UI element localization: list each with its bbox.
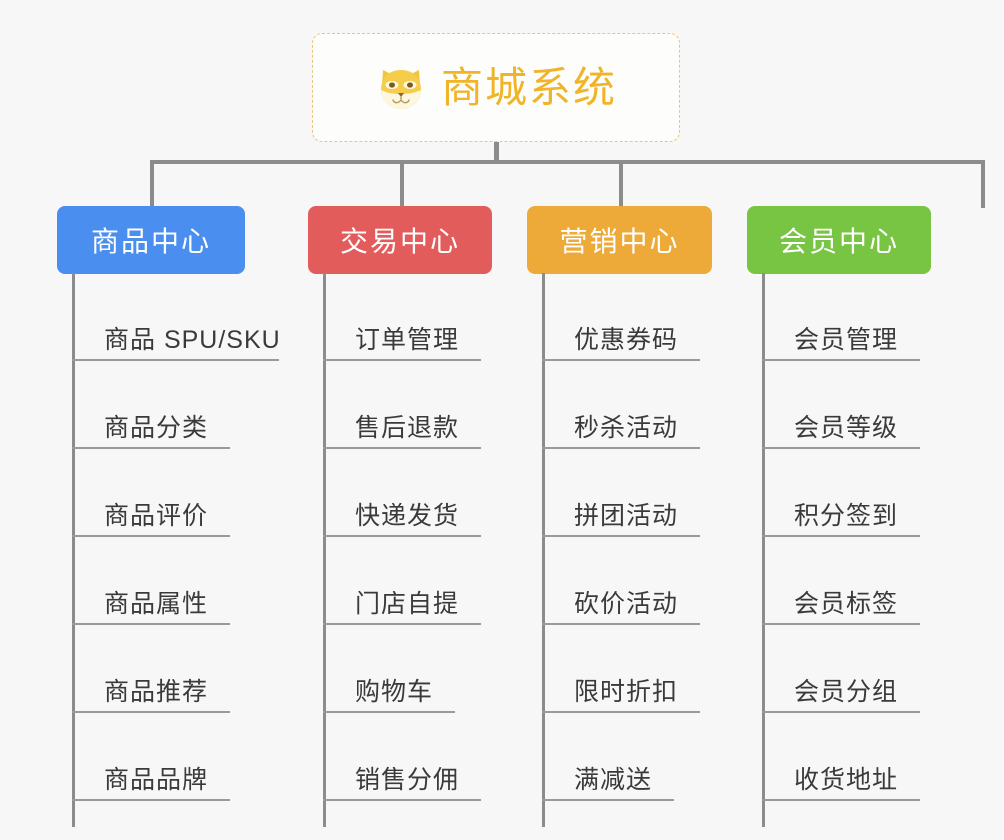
leaf-item[interactable]: 商品 SPU/SKU bbox=[72, 273, 281, 361]
leaf-rule bbox=[323, 799, 481, 801]
shiba-dog-face-icon bbox=[375, 62, 427, 114]
category-label: 营销中心 bbox=[559, 226, 680, 257]
leaf-label: 会员管理 bbox=[794, 325, 899, 354]
leaf-label: 商品品牌 bbox=[104, 765, 209, 794]
leaf-item[interactable]: 会员标签 bbox=[762, 537, 920, 625]
leaf-rule bbox=[542, 359, 700, 361]
leaf-label: 商品属性 bbox=[104, 589, 209, 618]
root-title: 商城系统 bbox=[440, 63, 617, 111]
category-header-marketing-center[interactable]: 营销中心 bbox=[527, 206, 712, 274]
leaf-item[interactable]: 拼团活动 bbox=[542, 449, 700, 537]
leaf-item[interactable]: 会员分组 bbox=[762, 625, 920, 713]
leaf-rule bbox=[762, 535, 920, 537]
leaf-rule bbox=[72, 359, 279, 361]
leaf-item[interactable]: 商品分类 bbox=[72, 361, 230, 449]
leaf-label: 优惠券码 bbox=[574, 325, 679, 354]
connector-to-marketing-center bbox=[619, 160, 623, 208]
leaf-label: 门店自提 bbox=[355, 589, 460, 618]
leaf-rule bbox=[323, 535, 481, 537]
leaf-item[interactable]: 商品推荐 bbox=[72, 625, 230, 713]
leaf-rule bbox=[72, 535, 230, 537]
leaf-item[interactable]: 积分签到 bbox=[762, 449, 920, 537]
leaf-label: 订单管理 bbox=[355, 325, 460, 354]
connector-to-member-center bbox=[981, 160, 985, 208]
leaf-label: 售后退款 bbox=[355, 413, 460, 442]
leaf-item[interactable]: 快递发货 bbox=[323, 449, 481, 537]
category-header-member-center[interactable]: 会员中心 bbox=[747, 206, 931, 274]
leaf-label: 购物车 bbox=[355, 677, 434, 706]
leaf-item[interactable]: 砍价活动 bbox=[542, 537, 700, 625]
leaf-rule bbox=[323, 447, 481, 449]
branch-trunk bbox=[542, 273, 545, 827]
leaf-label: 满减送 bbox=[574, 765, 653, 794]
leaf-item[interactable]: 销售分佣 bbox=[323, 713, 481, 801]
leaf-item[interactable]: 会员等级 bbox=[762, 361, 920, 449]
leaf-item[interactable]: 商品品牌 bbox=[72, 713, 230, 801]
leaf-rule bbox=[542, 535, 700, 537]
leaf-label: 砍价活动 bbox=[574, 589, 679, 618]
category-header-trade-center[interactable]: 交易中心 bbox=[308, 206, 492, 274]
leaf-label: 商品评价 bbox=[104, 501, 209, 530]
leaf-item[interactable]: 秒杀活动 bbox=[542, 361, 700, 449]
leaf-item[interactable]: 优惠券码 bbox=[542, 273, 700, 361]
leaf-rule bbox=[762, 711, 920, 713]
leaf-item[interactable]: 购物车 bbox=[323, 625, 455, 713]
leaf-item[interactable]: 售后退款 bbox=[323, 361, 481, 449]
leaf-label: 销售分佣 bbox=[355, 765, 460, 794]
leaf-label: 收货地址 bbox=[794, 765, 899, 794]
leaf-rule bbox=[72, 799, 230, 801]
leaf-label: 秒杀活动 bbox=[574, 413, 679, 442]
leaf-rule bbox=[762, 623, 920, 625]
connector-to-product-center bbox=[150, 160, 154, 208]
category-label: 交易中心 bbox=[339, 226, 460, 257]
leaf-rule bbox=[762, 447, 920, 449]
leaf-item[interactable]: 商品评价 bbox=[72, 449, 230, 537]
leaf-rule bbox=[72, 623, 230, 625]
leaf-rule bbox=[323, 359, 481, 361]
branch-trunk bbox=[72, 273, 75, 827]
leaf-item[interactable]: 收货地址 bbox=[762, 713, 920, 801]
leaf-rule bbox=[542, 799, 674, 801]
leaf-item[interactable]: 限时折扣 bbox=[542, 625, 700, 713]
category-label: 会员中心 bbox=[778, 226, 899, 257]
leaf-label: 商品分类 bbox=[104, 413, 209, 442]
leaf-label: 积分签到 bbox=[794, 501, 899, 530]
category-header-product-center[interactable]: 商品中心 bbox=[57, 206, 245, 274]
root-node[interactable]: 商城系统 bbox=[312, 33, 680, 142]
leaf-label: 会员等级 bbox=[794, 413, 899, 442]
category-label: 商品中心 bbox=[90, 226, 211, 257]
leaf-item[interactable]: 门店自提 bbox=[323, 537, 481, 625]
connector-to-trade-center bbox=[400, 160, 404, 208]
leaf-rule bbox=[542, 623, 700, 625]
leaf-rule bbox=[72, 447, 230, 449]
leaf-label: 限时折扣 bbox=[574, 677, 679, 706]
leaf-label: 商品推荐 bbox=[104, 677, 209, 706]
leaf-rule bbox=[72, 711, 230, 713]
branch-trunk bbox=[762, 273, 765, 827]
branch-trunk bbox=[323, 273, 326, 827]
leaf-item[interactable]: 订单管理 bbox=[323, 273, 481, 361]
leaf-rule bbox=[762, 799, 920, 801]
leaf-label: 快递发货 bbox=[355, 501, 460, 530]
leaf-rule bbox=[323, 623, 481, 625]
connector-horizontal-bus bbox=[150, 160, 985, 164]
leaf-rule bbox=[542, 447, 700, 449]
leaf-label: 拼团活动 bbox=[574, 501, 679, 530]
leaf-item[interactable]: 商品属性 bbox=[72, 537, 230, 625]
connector-root-stem bbox=[494, 142, 499, 162]
leaf-label: 商品 SPU/SKU bbox=[104, 325, 281, 354]
leaf-label: 会员分组 bbox=[794, 677, 899, 706]
leaf-rule bbox=[762, 359, 920, 361]
leaf-rule bbox=[323, 711, 455, 713]
leaf-item[interactable]: 满减送 bbox=[542, 713, 674, 801]
leaf-rule bbox=[542, 711, 700, 713]
leaf-label: 会员标签 bbox=[794, 589, 899, 618]
leaf-item[interactable]: 会员管理 bbox=[762, 273, 920, 361]
